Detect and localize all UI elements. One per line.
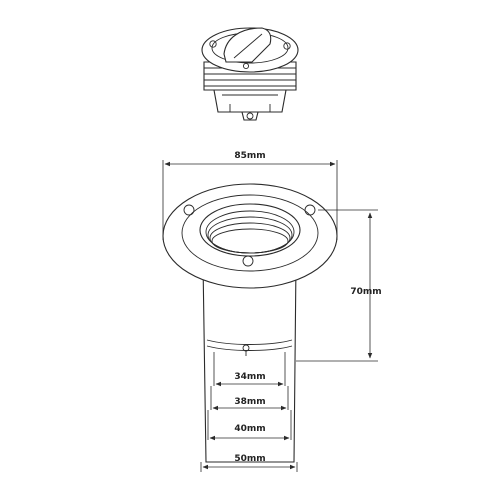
dimension-label-inner-1: 34mm <box>234 372 265 382</box>
dimension-label-flange: 85mm <box>234 151 265 161</box>
dimension-label-inner-2: 38mm <box>234 397 265 407</box>
deck-fitting <box>162 183 338 463</box>
dimension-height: 70mm <box>296 209 382 362</box>
dimension-label-inner-3: 40mm <box>234 424 265 434</box>
filler-cap <box>201 27 299 121</box>
dimension-inner-2: 38mm <box>210 386 289 411</box>
dimension-label-height: 70mm <box>350 287 381 297</box>
dimension-outer: 50mm <box>200 454 298 472</box>
dimension-label-outer: 50mm <box>234 454 265 464</box>
dimension-inner-3: 40mm <box>207 410 292 441</box>
dimension-flange: 85mm <box>162 151 338 240</box>
dimension-inner-1: 34mm <box>213 352 286 387</box>
